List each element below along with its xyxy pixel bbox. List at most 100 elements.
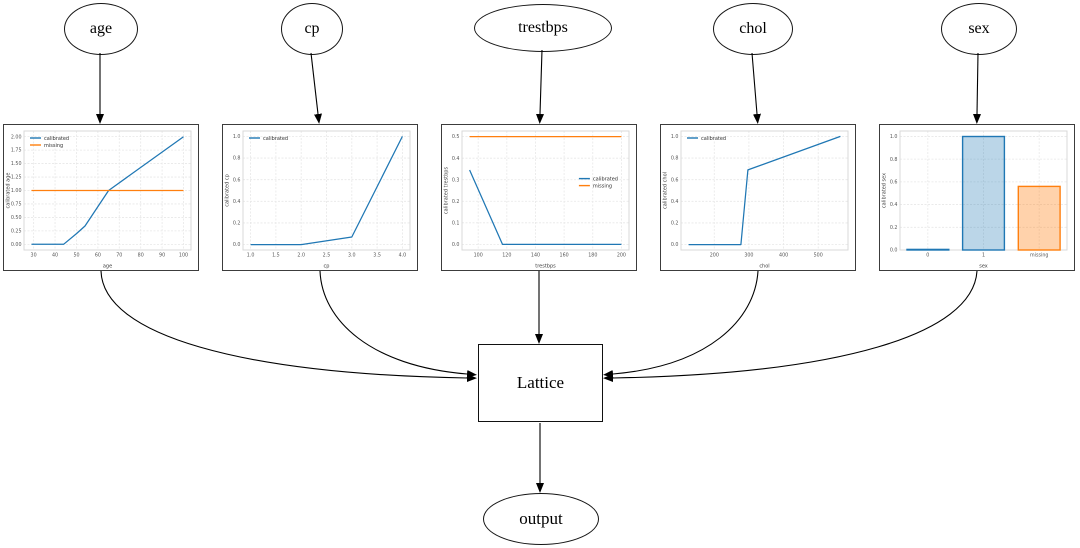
legend-label: calibrated [44, 136, 69, 142]
x-tick-label: 1.5 [272, 253, 280, 259]
y-tick-label: 1.25 [11, 175, 22, 181]
y-tick-label: 1.0 [890, 134, 898, 140]
trestbps-line-calibrated [469, 169, 622, 246]
edge-calibrator-cp-to-lattice [319, 270, 477, 378]
y-tick-label: 0.2 [452, 199, 460, 205]
x-tick-label: 2.5 [323, 253, 331, 259]
y-axis-label: calibrated sex [882, 173, 888, 208]
input-node-chol-label: chol [739, 20, 767, 37]
input-node-cp-label: cp [304, 20, 320, 37]
x-tick-label: 90 [159, 253, 165, 259]
plot-frame [680, 130, 849, 251]
y-tick-label: 2.00 [11, 134, 22, 140]
bar-missing [1017, 185, 1061, 251]
x-tick-label: 200 [710, 253, 719, 259]
y-tick-label: 1.0 [671, 134, 679, 140]
x-tick-label: 60 [95, 253, 101, 259]
legend-label: missing [593, 183, 612, 189]
x-tick-label: 4.0 [399, 253, 407, 259]
age-line-calibrated [31, 136, 184, 245]
plot-frame [23, 130, 192, 251]
y-tick-label: 0.1 [452, 220, 460, 226]
edge-sex-to-calibrator-sex [973, 52, 981, 124]
x-tick-label: 100 [179, 253, 188, 259]
x-tick-label: 3.5 [373, 253, 381, 259]
y-tick-label: 0.5 [452, 134, 460, 140]
y-axis-label: calibrated cp [225, 174, 231, 207]
edge-cp-to-calibrator-cp [310, 52, 322, 124]
plot-area [681, 131, 848, 250]
y-tick-label: 0.50 [11, 215, 22, 221]
lattice-node: Lattice [478, 344, 603, 422]
y-tick-label: 0.4 [671, 199, 679, 205]
input-node-trestbps-label: trestbps [518, 19, 568, 36]
input-node-cp: cp [281, 3, 343, 55]
input-node-sex-label: sex [968, 20, 990, 37]
bar-1 [961, 135, 1006, 251]
legend-label: calibrated [701, 136, 726, 142]
x-tick-label: 80 [138, 253, 144, 259]
plot-frame [242, 130, 411, 251]
y-tick-label: 0.75 [11, 202, 22, 208]
output-node: output [483, 493, 599, 545]
chol-line-calibrated [688, 135, 841, 246]
y-tick-label: 0.0 [671, 242, 679, 248]
y-tick-label: 0.8 [233, 156, 241, 162]
x-tick-label: 2.0 [297, 253, 305, 259]
x-axis-label: sex [979, 264, 988, 270]
y-tick-label: 0.4 [452, 156, 460, 162]
y-tick-label: 0.2 [890, 225, 898, 231]
y-tick-label: 1.75 [11, 148, 22, 154]
y-axis-label: calibrated chol [663, 172, 669, 209]
y-tick-label: 0.0 [452, 242, 460, 248]
y-tick-label: 0.0 [890, 248, 898, 254]
y-tick-label: 0.4 [233, 199, 241, 205]
y-tick-label: 0.3 [452, 177, 460, 183]
legend-label: calibrated [593, 176, 618, 182]
y-tick-label: 0.00 [11, 242, 22, 248]
input-node-age: age [64, 3, 138, 55]
output-node-label: output [519, 509, 563, 528]
legend-label: missing [44, 143, 63, 149]
x-tick-label: 180 [588, 253, 597, 259]
y-axis-label: calibrated age [6, 173, 12, 209]
x-tick-label: 200 [617, 253, 626, 259]
x-axis-label: age [103, 264, 112, 270]
plot-area [462, 131, 629, 250]
input-node-sex: sex [941, 3, 1017, 55]
cp-line-calibrated [250, 136, 403, 246]
y-tick-label: 0.2 [233, 221, 241, 227]
x-tick-label: 1 [982, 253, 985, 259]
legend-label: calibrated [263, 136, 288, 142]
x-tick-label: 160 [560, 253, 569, 259]
y-tick-label: 0.6 [890, 180, 898, 186]
y-tick-label: 0.8 [890, 157, 898, 163]
x-tick-label: 50 [73, 253, 79, 259]
x-axis-label: chol [759, 264, 769, 270]
x-tick-label: 400 [779, 253, 788, 259]
x-axis-label: trestbps [535, 264, 556, 270]
y-tick-label: 0.6 [671, 177, 679, 183]
x-tick-label: 500 [814, 253, 823, 259]
y-tick-label: 0.0 [233, 242, 241, 248]
x-tick-label: 30 [31, 253, 37, 259]
x-tick-label: 0 [926, 253, 929, 259]
y-tick-label: 0.8 [671, 156, 679, 162]
x-tick-label: 40 [52, 253, 58, 259]
lattice-node-label: Lattice [516, 373, 565, 392]
y-tick-label: 0.6 [233, 177, 241, 183]
y-tick-label: 0.4 [890, 202, 898, 208]
y-tick-label: 1.0 [233, 134, 241, 140]
x-tick-label: 70 [116, 253, 122, 259]
y-axis-label: calibrated trestbps [444, 167, 450, 215]
x-tick-label: 3.0 [348, 253, 356, 259]
